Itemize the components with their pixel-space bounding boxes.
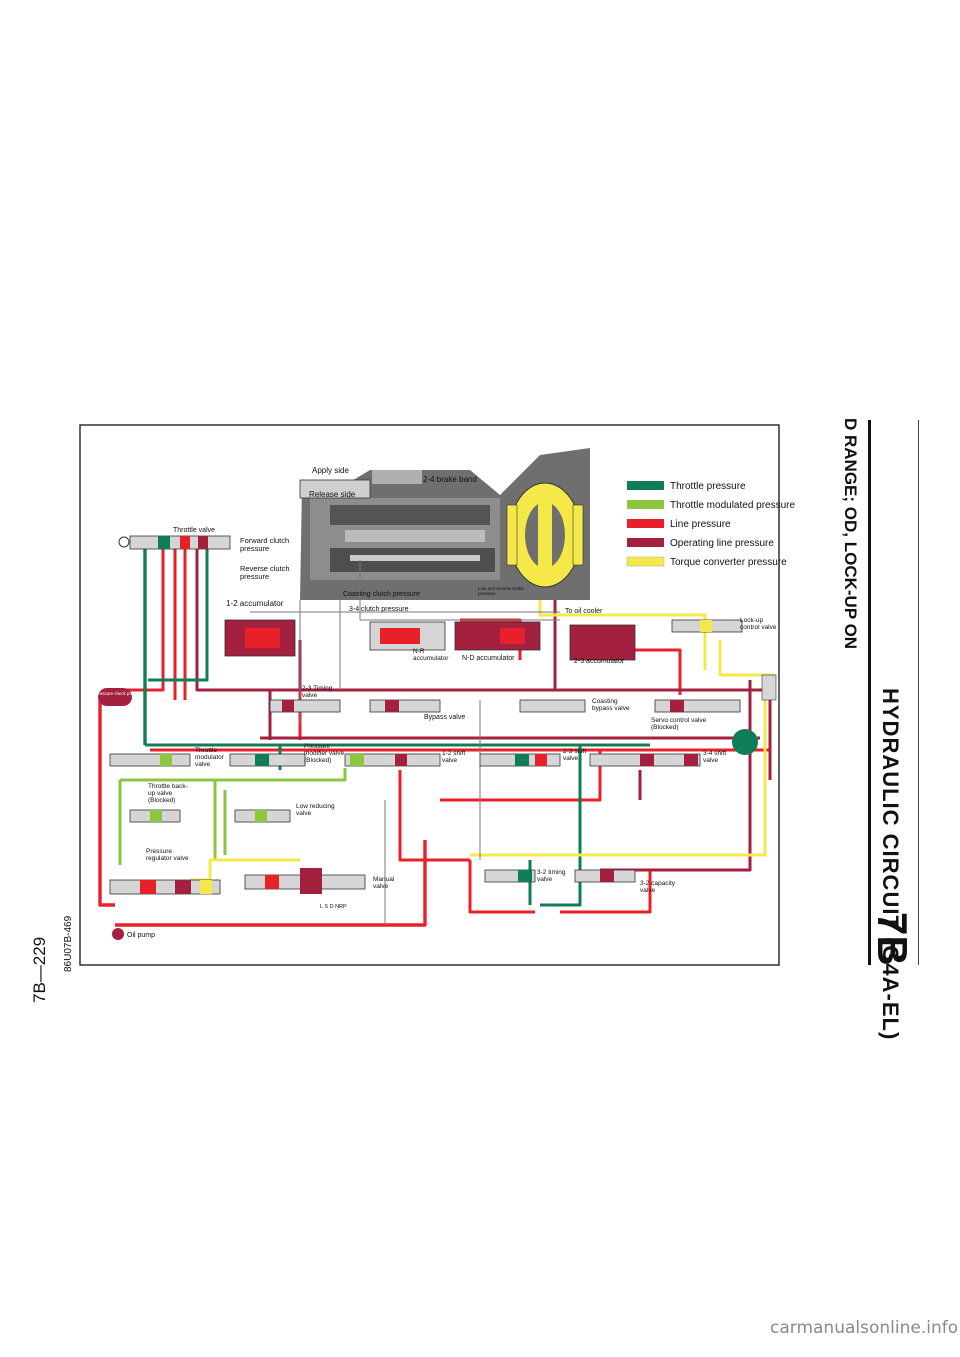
1-2-accumulator	[224, 619, 296, 657]
throttle-valve	[118, 535, 231, 550]
apply-side-label: Apply side	[312, 466, 349, 475]
drain-line	[359, 560, 560, 621]
component-labels: Apply side 2-4 brake band Release side T…	[127, 466, 777, 939]
capacity-32-label: 3-2 capacity valve	[640, 880, 675, 894]
forward-clutch-label: Forward clutch pressure	[240, 537, 289, 553]
legend-swatch-throttle	[627, 481, 664, 490]
line-pressure-line	[468, 860, 535, 914]
legend-swatch-operating-line	[627, 538, 664, 547]
acc-23-label: 2-3 accumulator	[574, 658, 625, 665]
throttle-port-marker	[732, 729, 758, 755]
oil-pump-label: Oil pump	[127, 932, 155, 939]
hydraulic-lines	[98, 548, 775, 927]
legend-label: Torque converter pressure	[670, 557, 787, 568]
torque-converter-line	[538, 600, 707, 670]
throttle-modulator-label: Throttle modulator valve	[195, 747, 224, 768]
legend-label: Operating line pressure	[670, 538, 774, 549]
low-reducing-label: Low reducing valve	[296, 803, 335, 817]
throttle-pressure-line	[148, 548, 209, 682]
throttle-modulated-line	[215, 768, 347, 782]
cooler-spring	[761, 674, 777, 701]
legend-swatch-throttle-modulated	[627, 500, 664, 509]
nd-acc-label: N-D accumulator	[462, 655, 515, 662]
timing-23-label: 2-3 Timing valve	[302, 685, 332, 699]
1-2-shift-valve	[344, 753, 441, 767]
manual-valve	[244, 868, 366, 894]
nr-acc-label: N-R accumulator	[413, 648, 448, 662]
legend-label: Throttle pressure	[670, 481, 746, 492]
pressure-regulator-valve	[109, 879, 221, 895]
coasting-bypass-valve	[519, 699, 586, 713]
n-d-accumulator	[454, 621, 541, 651]
pressure-regulator-label: Pressure regulator valve	[146, 848, 189, 862]
legend-label: Line pressure	[670, 519, 731, 530]
band-label: 2-4 brake band	[423, 475, 477, 484]
line-pressure-line	[560, 870, 652, 914]
throttle-modulator-valve	[109, 753, 191, 767]
legend-swatch-torque-converter	[626, 556, 665, 567]
operating-line-pressure-line	[195, 548, 272, 740]
svg-text:Pressure check port: Pressure check port	[95, 691, 135, 696]
torque-converter-line	[470, 675, 767, 857]
coasting-bypass-label: Coasting bypass valve	[592, 698, 630, 712]
n-r-accumulator	[369, 621, 446, 651]
oil-pump-marker	[112, 928, 124, 940]
2-3-shift-valve	[479, 753, 561, 767]
lock-up-control-valve	[671, 619, 743, 633]
acc-12-label: 1-2 accumulator	[226, 599, 284, 608]
low-reverse-label: Low and reverse brake pressure	[478, 586, 524, 596]
servo-control-label: Servo control valve (Blocked)	[651, 717, 706, 731]
pressure-check-port: Pressure check port	[95, 688, 135, 706]
bypass-valve	[369, 699, 441, 713]
timing-32-label: 3-2 timing valve	[537, 869, 566, 883]
line-pressure-line	[98, 700, 115, 907]
release-side-label: Release side	[309, 490, 356, 499]
clutch-34-label: 3-4 clutch pressure	[349, 606, 409, 613]
header-rule	[868, 420, 871, 965]
throttle-valve-label: Throttle valve	[173, 527, 215, 534]
line-pressure-line	[440, 750, 602, 802]
2-3-accumulator	[569, 624, 636, 661]
line-pressure-line	[115, 840, 427, 927]
shift-34-label: 3-4 shift valve	[703, 750, 726, 764]
pressure-modifier-label: Pressure modifier valve (Blocked)	[304, 743, 344, 764]
reverse-clutch-label: Reverse clutch pressure	[240, 565, 290, 581]
watermark: carmanualsonline.info	[770, 1318, 959, 1338]
servo-control-valve	[654, 699, 741, 713]
torque-converter	[506, 482, 584, 588]
throttle-pressure-line	[540, 745, 582, 907]
range-label: L S D NRP	[320, 904, 347, 910]
oil-cooler-label: To oil cooler	[565, 608, 603, 615]
throttle-backup-label: Throttle back-up valve (Blocked)	[148, 783, 188, 804]
manual-label: Manual valve	[373, 876, 394, 890]
coasting-clutch-label: Coasting clutch pressure	[343, 591, 420, 598]
legend: Throttle pressure Throttle modulated pre…	[626, 481, 796, 568]
3-2-timing-valve	[484, 869, 536, 883]
2-3-timing-valve	[269, 699, 341, 713]
torque-converter-line	[718, 640, 775, 677]
shift-23-label: 2-3 shift valve	[563, 748, 586, 762]
line-pressure-line	[398, 770, 470, 862]
3-2-capacity-valve	[574, 869, 636, 883]
header-rule-thin	[918, 420, 919, 965]
legend-swatch-line	[627, 519, 664, 528]
3-4-shift-valve	[589, 753, 701, 767]
legend-label: Throttle modulated pressure	[670, 500, 796, 511]
bypass-label: Bypass valve	[424, 714, 465, 721]
lockup-control-label: Lock-up control valve	[740, 617, 777, 631]
valves	[109, 535, 777, 895]
low-reducing-valve	[234, 809, 291, 823]
pressure-modifier-valve	[229, 753, 306, 767]
shift-12-label: 1-2 shift valve	[442, 750, 465, 764]
throttle-back-up-valve	[129, 809, 181, 823]
